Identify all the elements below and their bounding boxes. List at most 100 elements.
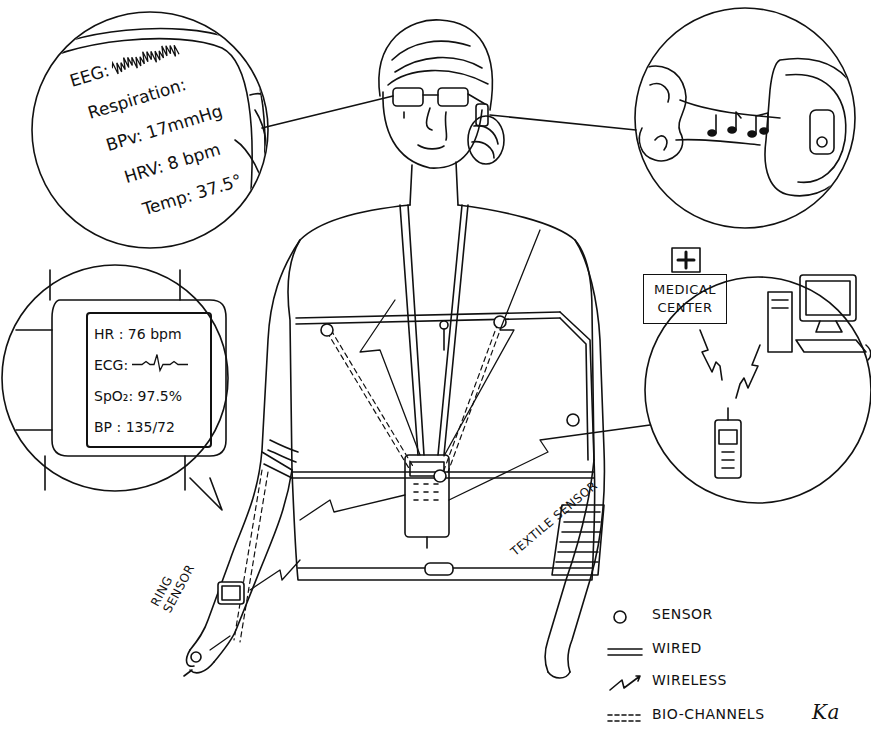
- watch-zoom-part: [16, 330, 52, 430]
- wireless-link-part: [210, 636, 230, 650]
- woman-figure-part: [418, 108, 444, 149]
- wireless-link-part: [444, 230, 540, 456]
- legend-text: SENSOR: [652, 606, 713, 622]
- medical-center-zoom-part: [816, 321, 842, 332]
- woman-figure-part: [379, 20, 492, 110]
- woman-figure-part: [468, 116, 504, 164]
- callout-circle-part: [2, 265, 228, 491]
- watch-zoom: [16, 270, 226, 510]
- lens-display: EEG:Respiration:BPv: 17mmHgHRV: 8 bpmTem…: [58, 0, 327, 253]
- sensor-dot-part: [191, 652, 201, 662]
- medical-center-zoom-part: [796, 340, 866, 352]
- woman-figure-part: [393, 88, 423, 106]
- music-note: [708, 112, 768, 137]
- watch-zoom-part: [52, 300, 226, 456]
- watch-zoom-part: [50, 270, 180, 300]
- medical-center-zoom-part: [722, 452, 734, 468]
- ear-zoom-part: [817, 137, 827, 147]
- medical-center-zoom-part: [772, 300, 788, 308]
- text-line: BP : 135/72: [94, 411, 204, 442]
- leader-line: [262, 96, 636, 130]
- music-note-part: [708, 130, 716, 136]
- music-note-part: [756, 113, 768, 134]
- legend-text: WIRELESS: [652, 672, 727, 688]
- sensor-pin: [443, 329, 445, 350]
- wired-band-part: [262, 452, 292, 478]
- legend-text: WIRED: [652, 640, 702, 656]
- node-text: HR : 76 bpm: [94, 326, 182, 342]
- medical-center-zoom-part: [768, 292, 792, 352]
- glasses-lens-zoom-part: [215, 214, 262, 240]
- medical-center-zoom-part: [672, 248, 700, 272]
- legend-sample: [608, 611, 642, 721]
- signature: Ka: [812, 700, 852, 724]
- ecg-waveform: [132, 352, 188, 377]
- callout-circle: [2, 8, 871, 503]
- glasses-lens-zoom-part: [28, 29, 265, 262]
- medical-center-zoom-part: [736, 345, 760, 398]
- waveform-line: [111, 42, 180, 75]
- bio-channel-part: [234, 470, 268, 642]
- woman-figure-part: [568, 240, 605, 672]
- sensor-dot-part: [440, 321, 448, 329]
- legend-text: BIO-CHANNELS: [652, 706, 765, 722]
- legend-sample-part: [608, 715, 642, 721]
- ear-zoom-part: [680, 100, 780, 118]
- text-line: ECG:: [94, 349, 204, 380]
- watch-zoom-part: [190, 478, 222, 510]
- wired-band-part: [560, 312, 594, 460]
- sensor-dot-part: [321, 324, 333, 336]
- medical-center-zoom-part: [800, 275, 856, 321]
- woman-figure-part: [476, 104, 488, 126]
- body-hub-part: [405, 455, 449, 537]
- wired-band-part: [268, 440, 298, 462]
- wireless-link-part: [250, 560, 300, 590]
- node-text: ECG:: [94, 357, 128, 373]
- node-text: MEDICAL CENTER: [654, 282, 716, 315]
- body-hub-part: [414, 484, 438, 500]
- watch-zoom-part: [45, 456, 185, 490]
- wireless-link-part: [300, 495, 405, 520]
- body-hub-part: [400, 205, 468, 455]
- sensor-dot: [191, 316, 579, 662]
- watch-screen: HR : 76 bpmECG: SpO₂: 97.5% BP : 135/72: [86, 312, 212, 448]
- waveform-line: [132, 355, 188, 371]
- ear-zoom-part: [810, 110, 834, 154]
- leader-line-part: [262, 96, 393, 128]
- medical-center-zoom-part: [727, 408, 729, 420]
- bio-channel-part: [444, 323, 502, 472]
- ear-zoom-part: [639, 66, 686, 161]
- sensor-dot-part: [567, 414, 579, 426]
- ear-zoom: [639, 58, 862, 195]
- node-text: EEG:: [67, 60, 111, 91]
- music-note-part: [728, 127, 736, 133]
- text-line: SpO₂: 97.5%: [94, 380, 204, 411]
- callout-circle-part: [635, 8, 855, 228]
- ear-zoom-part: [786, 74, 846, 182]
- sensor-label: RING SENSOR: [148, 547, 203, 615]
- body-hub-part: [426, 537, 428, 548]
- woman-figure-part: [190, 240, 300, 650]
- medical-center-zoom-part: [715, 420, 741, 478]
- music-note-part: [760, 128, 768, 134]
- wireless-link-part: [360, 300, 420, 455]
- medical-center-zoom-part: [866, 345, 871, 360]
- glasses-lens-zoom-part: [250, 94, 285, 120]
- music-note-part: [715, 115, 717, 133]
- leader-line-part: [490, 115, 636, 130]
- woman-figure-part: [404, 112, 447, 140]
- sensor-dot-part: [425, 563, 453, 575]
- node-text: SpO₂: 97.5%: [94, 388, 182, 404]
- woman-figure-part: [214, 470, 292, 662]
- glasses-lens-zoom: [20, 29, 285, 262]
- node-text: BP : 135/72: [94, 419, 175, 435]
- legend-sample-part: [610, 676, 640, 690]
- music-note-part: [748, 131, 756, 137]
- woman-figure-part: [423, 94, 485, 104]
- body-hub: [400, 205, 468, 548]
- wrist-watch: [218, 582, 244, 604]
- medical-center-zoom-part: [806, 281, 850, 315]
- text-line: MEDICAL CENTER: [646, 281, 724, 317]
